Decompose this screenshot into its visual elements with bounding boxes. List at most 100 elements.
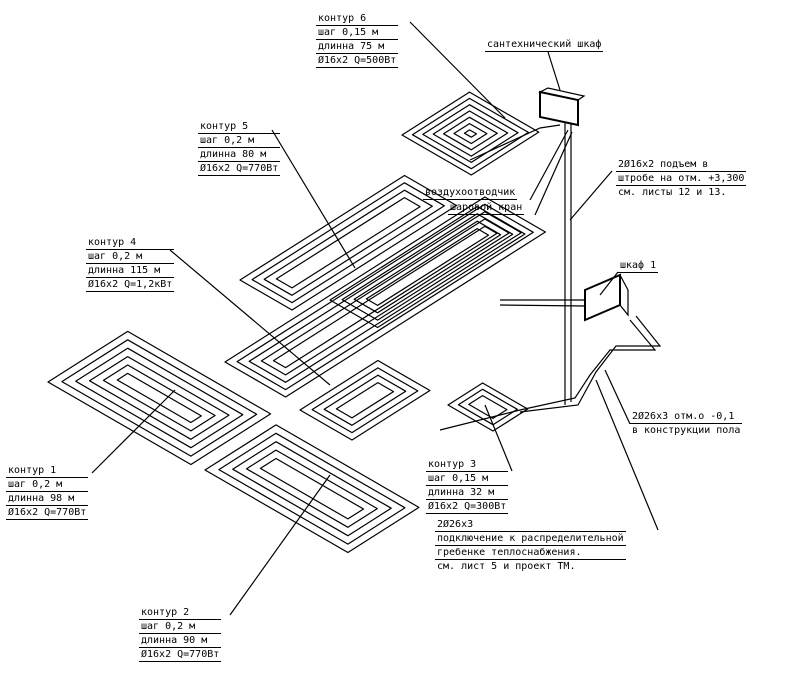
pipe-loop xyxy=(411,97,530,170)
main-pipe xyxy=(469,124,561,161)
pipe-loop xyxy=(323,374,407,426)
pipe-loop xyxy=(341,213,514,321)
contour-length: длинна 98 м xyxy=(6,492,89,506)
note-text: штробе на отм. +3,300 xyxy=(616,173,747,186)
pipe-loop xyxy=(401,91,540,176)
note-text: гребенке теплоснабжения. xyxy=(435,546,626,560)
sanitary-cabinet xyxy=(538,87,586,101)
contour-pipe: Ø16x2 Q=770Вт xyxy=(139,649,222,662)
contour-pipe: Ø16x2 Q=300Вт xyxy=(426,501,509,514)
pipe-loop xyxy=(260,218,510,376)
pipe-loop xyxy=(422,104,519,163)
note-text: 2Ø26x3 отм.о -0,1 xyxy=(630,410,743,424)
pipe-loop xyxy=(272,225,498,369)
note-text: 2Ø16x2 подъем в xyxy=(616,158,747,172)
contour-length: длинна 75 м xyxy=(316,40,399,54)
pipe-loop xyxy=(239,174,458,311)
cabinet-1-label: шкаф 1 xyxy=(618,259,659,273)
riser-note: 2Ø16x2 подъем в штробе на отм. +3,300 см… xyxy=(616,158,747,199)
contour-title: контур 1 xyxy=(6,464,89,478)
note-text: подключение к распределительной xyxy=(435,533,626,546)
sanitary-cabinet-label: сантехнический шкаф xyxy=(485,38,604,52)
pipe-loop xyxy=(204,424,420,554)
contour-6-coil xyxy=(401,91,540,176)
contour-4-label: контур 4 шаг 0,2 м длинна 115 м Ø16x2 Q=… xyxy=(86,236,175,292)
contour-step: шаг 0,15 м xyxy=(426,472,509,486)
main-pipe xyxy=(499,304,586,307)
contour-title: контур 3 xyxy=(426,458,509,472)
contour-step: шаг 0,15 м xyxy=(316,26,399,40)
contour-1-coil xyxy=(47,330,272,466)
pipe-loop xyxy=(246,449,378,528)
note-text: см. листы 12 и 13. xyxy=(618,187,727,198)
pipe-loop xyxy=(329,205,526,329)
pipe-loop xyxy=(232,441,392,537)
contour-length: длинна 90 м xyxy=(139,634,222,648)
pipe-loop xyxy=(259,457,365,520)
contour-length: длинна 80 м xyxy=(198,148,281,162)
pipe-loop xyxy=(116,372,202,424)
pipe-loop xyxy=(263,189,433,296)
contour-title: контур 5 xyxy=(198,120,281,134)
contour-5-label: контур 5 шаг 0,2 м длинна 80 м Ø16x2 Q=7… xyxy=(198,120,281,176)
contour-step: шаг 0,2 м xyxy=(86,250,175,264)
note-text: см. лист 5 и проект ТМ. xyxy=(437,561,576,572)
pipe-loop xyxy=(236,203,534,391)
contour-pipe: Ø16x2 Q=770Вт xyxy=(198,163,281,176)
pipe-loop xyxy=(218,432,406,545)
pipe-loop xyxy=(47,330,272,466)
pipe-loop xyxy=(299,359,431,441)
contour-length: длинна 32 м xyxy=(426,486,509,500)
note-text: шаровой кран xyxy=(448,202,525,215)
ball-valve-label: шаровой кран xyxy=(448,201,525,215)
pipe-loop xyxy=(224,196,547,398)
cabinet-1 xyxy=(619,274,629,317)
pipe-loop xyxy=(335,382,395,419)
contour-title: контур 6 xyxy=(316,12,399,26)
main-pipe xyxy=(439,319,657,431)
contour-1-label: контур 1 шаг 0,2 м длинна 98 м Ø16x2 Q=7… xyxy=(6,464,89,520)
note-text: 2Ø26x3 xyxy=(435,518,626,532)
contour-step: шаг 0,2 м xyxy=(198,134,281,148)
pipe-loop xyxy=(447,382,529,432)
contour-pipe: Ø16x2 Q=1,2кВт xyxy=(86,279,175,292)
sanitary-cabinet xyxy=(539,90,579,127)
pipe-loop xyxy=(88,356,230,440)
contour-4-coil xyxy=(224,196,547,398)
cabinet-1 xyxy=(584,273,621,322)
floor-pipe-note: 2Ø26x3 отм.о -0,1 в конструкции пола xyxy=(630,410,743,437)
contour-6-label: контур 6 шаг 0,15 м длинна 75 м Ø16x2 Q=… xyxy=(316,12,399,68)
pipe-loop xyxy=(457,388,518,426)
main-pipe xyxy=(519,315,662,413)
air-vent-label: воздухоотводчик xyxy=(423,186,518,200)
pipe-loop xyxy=(468,395,508,419)
pipe-loop xyxy=(61,339,258,457)
connection-note: 2Ø26x3 подключение к распределительной г… xyxy=(435,518,626,573)
pipe-loop xyxy=(248,211,522,383)
note-text: сантехнический шкаф xyxy=(485,39,604,52)
contour-length: длинна 115 м xyxy=(86,264,175,278)
pipe-loop xyxy=(443,116,498,151)
note-text: шкаф 1 xyxy=(618,260,659,273)
contour-2-coil xyxy=(204,424,420,554)
note-text: воздухоотводчик xyxy=(423,187,518,200)
contour-title: контур 4 xyxy=(86,236,175,250)
pipe-loop xyxy=(353,220,502,314)
contour-2-label: контур 2 шаг 0,2 м длинна 90 м Ø16x2 Q=7… xyxy=(139,606,222,662)
contour-pipe: Ø16x2 Q=770Вт xyxy=(6,507,89,520)
contour-step: шаг 0,2 м xyxy=(139,620,222,634)
contour-step: шаг 0,2 м xyxy=(6,478,89,492)
note-text: в конструкции пола xyxy=(632,425,741,436)
contour-3-coil xyxy=(447,382,529,432)
pipe-loop xyxy=(251,182,445,304)
pipe-loop xyxy=(453,122,488,145)
pipe-loop xyxy=(75,347,244,449)
pipe-loop xyxy=(102,364,216,432)
pipe-loop xyxy=(432,110,509,157)
contour-5-coil xyxy=(329,205,526,329)
contour-5-coil xyxy=(239,174,458,311)
contour-3-label: контур 3 шаг 0,15 м длинна 32 м Ø16x2 Q=… xyxy=(426,458,509,514)
contour-4-coil xyxy=(299,359,431,441)
